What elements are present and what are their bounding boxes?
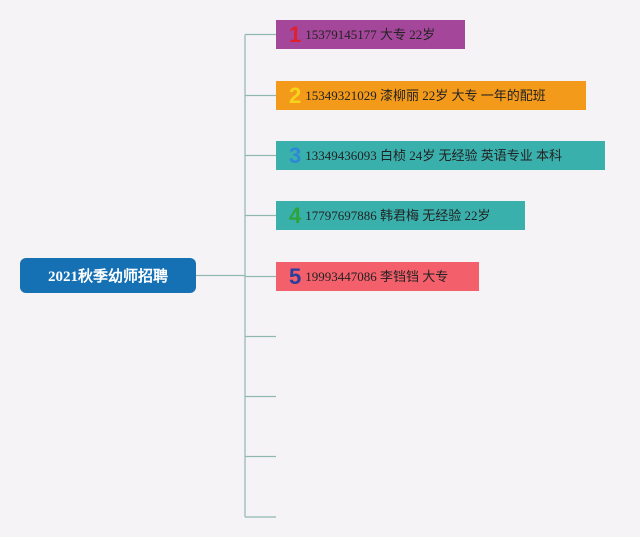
branch-topic-3[interactable]: 3 13349436093 白桢 24岁 无经验 英语专业 本科 xyxy=(276,141,605,170)
branch-topic-1[interactable]: 1 15379145177 大专 22岁 xyxy=(276,20,465,49)
branch-text-3: 13349436093 白桢 24岁 无经验 英语专业 本科 xyxy=(305,148,563,163)
branch-topic-5[interactable]: 5 19993447086 李铛铛 大专 xyxy=(276,262,479,291)
branch-number-4: 4 xyxy=(289,202,302,228)
root-topic[interactable]: 2021秋季幼师招聘 xyxy=(20,258,196,293)
branch-text-4: 17797697886 韩君梅 无经验 22岁 xyxy=(305,208,491,223)
branch-text-5: 19993447086 李铛铛 大专 xyxy=(305,269,449,284)
branch-number-3: 3 xyxy=(289,142,302,168)
branch-number-2: 2 xyxy=(289,82,302,108)
branch-number-5: 5 xyxy=(289,263,302,289)
branch-topic-2[interactable]: 2 15349321029 漆柳丽 22岁 大专 一年的配班 xyxy=(276,81,586,110)
branch-text-2: 15349321029 漆柳丽 22岁 大专 一年的配班 xyxy=(305,88,546,103)
branch-number-1: 1 xyxy=(289,21,302,47)
branch-topic-4[interactable]: 4 17797697886 韩君梅 无经验 22岁 xyxy=(276,201,525,230)
root-topic-label: 2021秋季幼师招聘 xyxy=(47,269,168,285)
branch-text-1: 15379145177 大专 22岁 xyxy=(305,27,436,42)
